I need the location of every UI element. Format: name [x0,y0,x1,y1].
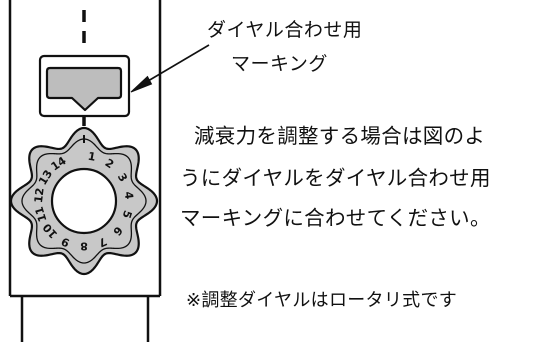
dial-number-8: 8 [80,240,88,253]
alignment-marking [38,54,131,118]
dial-inner-ring [21,138,147,264]
callout-arrow [130,44,210,93]
instruction-line-2: うにダイヤルをダイヤル合わせ用 [180,166,491,190]
dial-number-11: 11 [33,205,50,223]
instruction-line-3: マーキングに合わせてください。 [180,206,491,230]
dial-number-5: 5 [120,209,135,220]
dial-number-12: 12 [32,187,47,204]
dial-center-hole [50,167,118,235]
rotary-note: ※調整ダイヤルはロータリ式です [186,290,457,311]
dial-number-4: 4 [122,191,136,201]
damper-body [8,0,162,342]
callout-line-2: マーキング [231,53,328,75]
callout-line-1: ダイヤル合わせ用 [207,19,362,41]
dial-number-1: 1 [87,150,97,164]
instruction-line-1: 減衰力を調整する場合は図のよ [194,124,485,148]
